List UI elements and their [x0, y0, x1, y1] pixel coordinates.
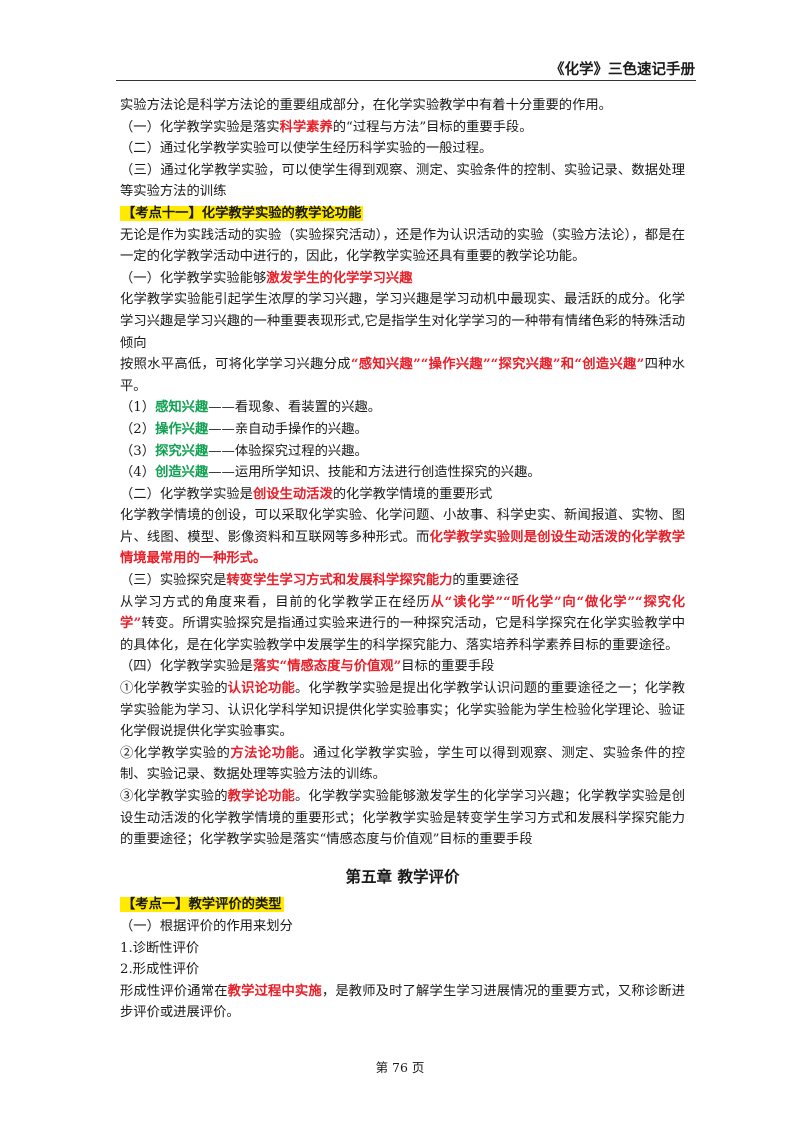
paragraph: 化学教学实验能引起学生浓厚的学习兴趣，学习兴趣是学习动机中最现实、最活跃的成分。…: [120, 289, 685, 354]
emphasis-text: 落实“情感态度与价值观”: [252, 659, 402, 675]
emphasis-text: 从“读化学”“听化学”向“做化学”“探究化学”: [120, 594, 686, 632]
paragraph: （1）感知兴趣——看现象、看装置的兴趣。: [120, 397, 685, 419]
text-run: 的重要途径: [452, 573, 519, 589]
text-run: （2）: [120, 421, 156, 437]
paragraph: （一）化学教学实验是落实科学素养的“过程与方法”目标的重要手段。: [120, 117, 685, 139]
text-run: （1）: [120, 400, 156, 416]
emphasis-text: 方法论功能: [230, 745, 300, 761]
text-run: 转变。所谓实验探究是指通过实验来进行的一种探究活动，它是科学探究在化学实验教学中…: [120, 616, 685, 653]
emphasis-text: 化学教学实验则是创设生动活泼的化学教学情境最常用的一种形式。: [120, 529, 686, 567]
text-run: 的“过程与方法”目标的重要手段。: [332, 119, 533, 135]
text-run: （三）实验探究是: [120, 573, 227, 589]
paragraph: （二）化学教学实验是创设生动活泼的化学教学情境的重要形式: [120, 484, 685, 506]
paragraph: （一）化学教学实验能够激发学生的化学学习兴趣: [120, 268, 685, 290]
paragraph: （四）化学教学实验是落实“情感态度与价值观”目标的重要手段: [120, 656, 685, 678]
text-run: 化学教学情境的创设，可以采取化学实验、化学问题、小故事、科学史实、新闻报道、实物…: [120, 508, 685, 545]
paragraph: 无论是作为实践活动的实验（实验探究活动），还是作为认识活动的实验（实验方法论），…: [120, 225, 685, 268]
paragraph: （3）探究兴趣——体验探究过程的兴趣。: [120, 441, 685, 463]
page-body: 实验方法论是科学方法论的重要组成部分，在化学实验教学中有着十分重要的作用。 （一）…: [120, 95, 685, 1024]
text-run: ①化学教学实验的: [120, 681, 228, 697]
paragraph: 【考点十一】化学教学实验的教学论功能: [120, 203, 685, 225]
text-run: （一）化学教学实验是落实: [120, 119, 280, 135]
section-heading: 【考点一】教学评价的类型: [120, 897, 284, 913]
section-experiment-functions: 实验方法论是科学方法论的重要组成部分，在化学实验教学中有着十分重要的作用。 （一）…: [120, 95, 685, 851]
paragraph: 【考点一】教学评价的类型: [120, 894, 685, 916]
emphasis-text: 认识论功能: [227, 681, 295, 697]
emphasis-text: 探究兴趣: [155, 443, 209, 459]
section-teaching-evaluation: 【考点一】教学评价的类型 （一）根据评价的作用来划分 1.诊断性评价 2.形成性评价形…: [120, 894, 685, 1024]
page-number: 第 76 页: [375, 1060, 425, 1075]
paragraph: 形成性评价通常在教学过程中实施，是教师及时了解学生学习进展情况的重要方式，又称诊…: [120, 981, 685, 1024]
text-run: 2.形成性评价: [120, 962, 200, 978]
text-run: 的化学教学情境的重要形式: [332, 486, 493, 502]
header-title: 《化学》三色速记手册: [550, 62, 695, 78]
text-run: （三）通过化学教学实验，可以使学生得到观察、测定、实验条件的控制、实验记录、数据…: [120, 162, 685, 200]
paragraph: （二）通过化学教学实验可以使学生经历科学实验的一般过程。: [120, 138, 685, 160]
text-run: 1.诊断性评价: [120, 940, 200, 956]
text-run: 。化学教学实验能够激发学生的化学学习兴趣；化学教学实验是创设生动活泼的化学教学情…: [120, 789, 686, 848]
text-run: （二）通过化学教学实验可以使学生经历科学实验的一般过程。: [120, 141, 493, 157]
text-run: 从学习方式的角度来看，目前的化学教学正在经历: [120, 594, 431, 610]
header-divider: [116, 80, 696, 81]
emphasis-text: 感知兴趣: [155, 400, 209, 416]
paragraph: （4）创造兴趣——运用所学知识、技能和方法进行创造性探究的兴趣。: [120, 462, 685, 484]
paragraph: （三）通过化学教学实验，可以使学生得到观察、测定、实验条件的控制、实验记录、数据…: [120, 160, 685, 203]
emphasis-text: “感知兴趣”“操作兴趣”“探究兴趣”和“创造兴趣”: [350, 357, 645, 373]
text-run: （二）化学教学实验是: [120, 486, 253, 502]
text-run: 化学教学实验能引起学生浓厚的学习兴趣，学习兴趣是学习动机中最现实、最活跃的成分。…: [120, 292, 685, 351]
paragraph: 按照水平高低，可将化学学习兴趣分成“感知兴趣”“操作兴趣”“探究兴趣”和“创造兴…: [120, 354, 685, 397]
text-run: ——运用所学知识、技能和方法进行创造性探究的兴趣。: [208, 465, 541, 481]
text-run: （4）: [120, 465, 156, 481]
emphasis-text: 教学过程中实施: [227, 983, 322, 999]
emphasis-text: 创设生动活泼: [252, 486, 333, 502]
text-run: ——体验探究过程的兴趣。: [208, 443, 368, 459]
text-run: 形成性评价通常在: [120, 983, 228, 999]
text-run: （一）根据评价的作用来划分: [120, 918, 293, 934]
text-run: ③化学教学实验的: [120, 789, 228, 804]
paragraph: （2）操作兴趣——亲自动手操作的兴趣。: [120, 419, 685, 441]
text-run: ②化学教学实验的: [120, 745, 231, 761]
paragraph: （三）实验探究是转变学生学习方式和发展科学探究能力的重要途径: [120, 570, 685, 592]
text-run: ——亲自动手操作的兴趣。: [208, 421, 368, 437]
chapter-title: 第五章 教学评价: [345, 867, 460, 886]
text-run: （一）化学教学实验能够: [120, 270, 267, 286]
paragraph: 化学教学情境的创设，可以采取化学实验、化学问题、小故事、科学史实、新闻报道、实物…: [120, 505, 685, 570]
paragraph: 2.形成性评价: [120, 959, 685, 981]
text-run: （3）: [120, 443, 156, 459]
paragraph: 从学习方式的角度来看，目前的化学教学正在经历从“读化学”“听化学”向“做化学”“…: [120, 592, 685, 657]
section-heading: 【考点十一】化学教学实验的教学论功能: [120, 205, 364, 221]
text-run: 无论是作为实践活动的实验（实验探究活动），还是作为认识活动的实验（实验方法论），…: [120, 227, 685, 265]
text-run: 目标的重要手段: [401, 659, 495, 675]
paragraph: ①化学教学实验的认识论功能。化学教学实验是提出化学教学认识问题的重要途径之一；化…: [120, 678, 685, 743]
text-run: 。通过化学教学实验，学生可以得到观察、测定、实验条件的控制、实验记录、数据处理等…: [120, 745, 686, 783]
paragraph: （一）根据评价的作用来划分: [120, 916, 685, 938]
text-run: ——看现象、看装置的兴趣。: [208, 400, 382, 416]
emphasis-text: 激发学生的化学学习兴趣: [266, 270, 413, 286]
text-run: 。化学教学实验是提出化学教学认识问题的重要途径之一；化学教学实验能为学习、认识化…: [120, 681, 686, 740]
emphasis-text: 操作兴趣: [155, 421, 209, 437]
emphasis-text: 创造兴趣: [155, 465, 209, 481]
paragraph: ③化学教学实验的教学论功能。化学教学实验能够激发学生的化学学习兴趣；化学教学实验…: [120, 786, 685, 851]
text-run: 实验方法论是科学方法论的重要组成部分，在化学实验教学中有着十分重要的作用。: [120, 98, 612, 113]
text-run: 按照水平高低，可将化学学习兴趣分成: [120, 357, 351, 373]
text-run: 四种水平。: [120, 357, 686, 394]
emphasis-text: 教学论功能: [227, 789, 295, 804]
emphasis-text: 科学素养: [279, 119, 333, 135]
emphasis-text: 转变学生学习方式和发展科学探究能力: [226, 573, 453, 589]
paragraph: 1.诊断性评价: [120, 938, 685, 960]
paragraph: ②化学教学实验的方法论功能。通过化学教学实验，学生可以得到观察、测定、实验条件的…: [120, 743, 685, 786]
paragraph: 实验方法论是科学方法论的重要组成部分，在化学实验教学中有着十分重要的作用。: [120, 95, 685, 117]
text-run: （四）化学教学实验是: [120, 659, 253, 675]
text-run: ，是教师及时了解学生学习进展情况的重要方式，又称诊断进步评价或进展评价。: [120, 983, 686, 1021]
